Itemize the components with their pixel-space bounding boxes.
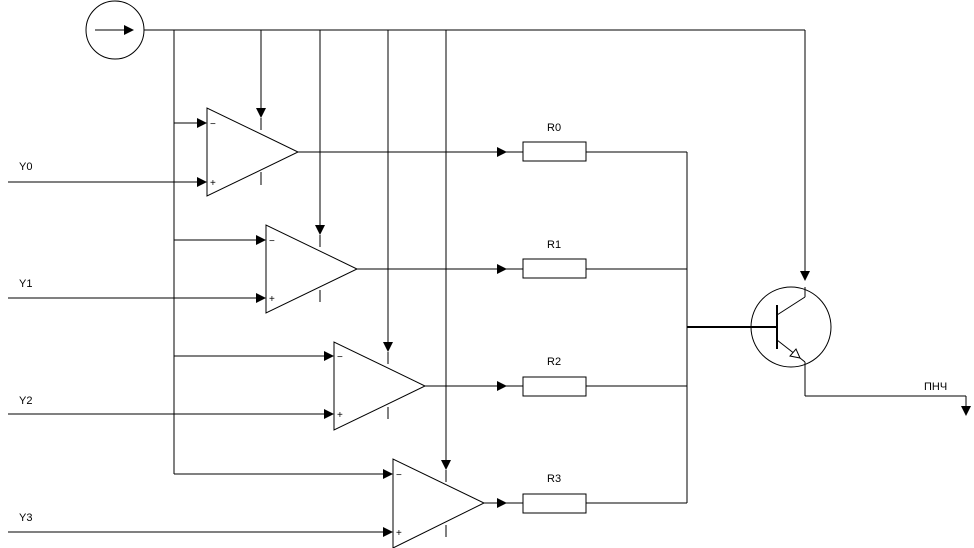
resistor-label: R2 [547, 356, 561, 368]
plus-sign: + [269, 294, 275, 305]
comparator-1: − + [265, 224, 359, 314]
input-Y0: Y0 [8, 161, 207, 187]
resistor-label: R0 [547, 122, 561, 134]
current-source [85, 0, 145, 60]
minus-sign: − [269, 236, 275, 247]
plus-sign: + [337, 410, 343, 421]
comparator-3: − + [392, 458, 486, 548]
input-label: Y3 [19, 512, 32, 524]
resistor-R0: R0 [506, 122, 587, 162]
summing-bus [586, 151, 776, 504]
minus-sign: − [210, 119, 216, 130]
comparator-2: − + [333, 341, 427, 431]
plus-sign: + [210, 178, 216, 189]
minus-sign: − [396, 470, 402, 481]
plus-sign: + [396, 528, 402, 539]
minus-bus [173, 30, 393, 479]
output: ПНЧ [804, 362, 971, 416]
top-bus [144, 29, 810, 281]
output-label: ПНЧ [924, 381, 947, 393]
input-label: Y0 [19, 161, 32, 173]
resistor-label: R3 [547, 473, 561, 485]
minus-sign: − [337, 352, 343, 363]
resistor-R3: R3 [506, 473, 587, 514]
input-Y3: Y3 [8, 512, 393, 537]
input-Y2: Y2 [8, 395, 334, 419]
reference-taps [256, 30, 451, 470]
input-label: Y2 [19, 395, 32, 407]
input-Y1: Y1 [8, 278, 266, 303]
resistor-R2: R2 [506, 356, 587, 397]
emitter-arrow-icon [789, 348, 801, 359]
resistor-R1: R1 [506, 239, 587, 279]
input-label: Y1 [19, 278, 32, 290]
output-wires [298, 147, 507, 508]
transistor [750, 286, 832, 368]
resistor-label: R1 [547, 239, 561, 251]
comparator-0: − + [206, 107, 300, 197]
